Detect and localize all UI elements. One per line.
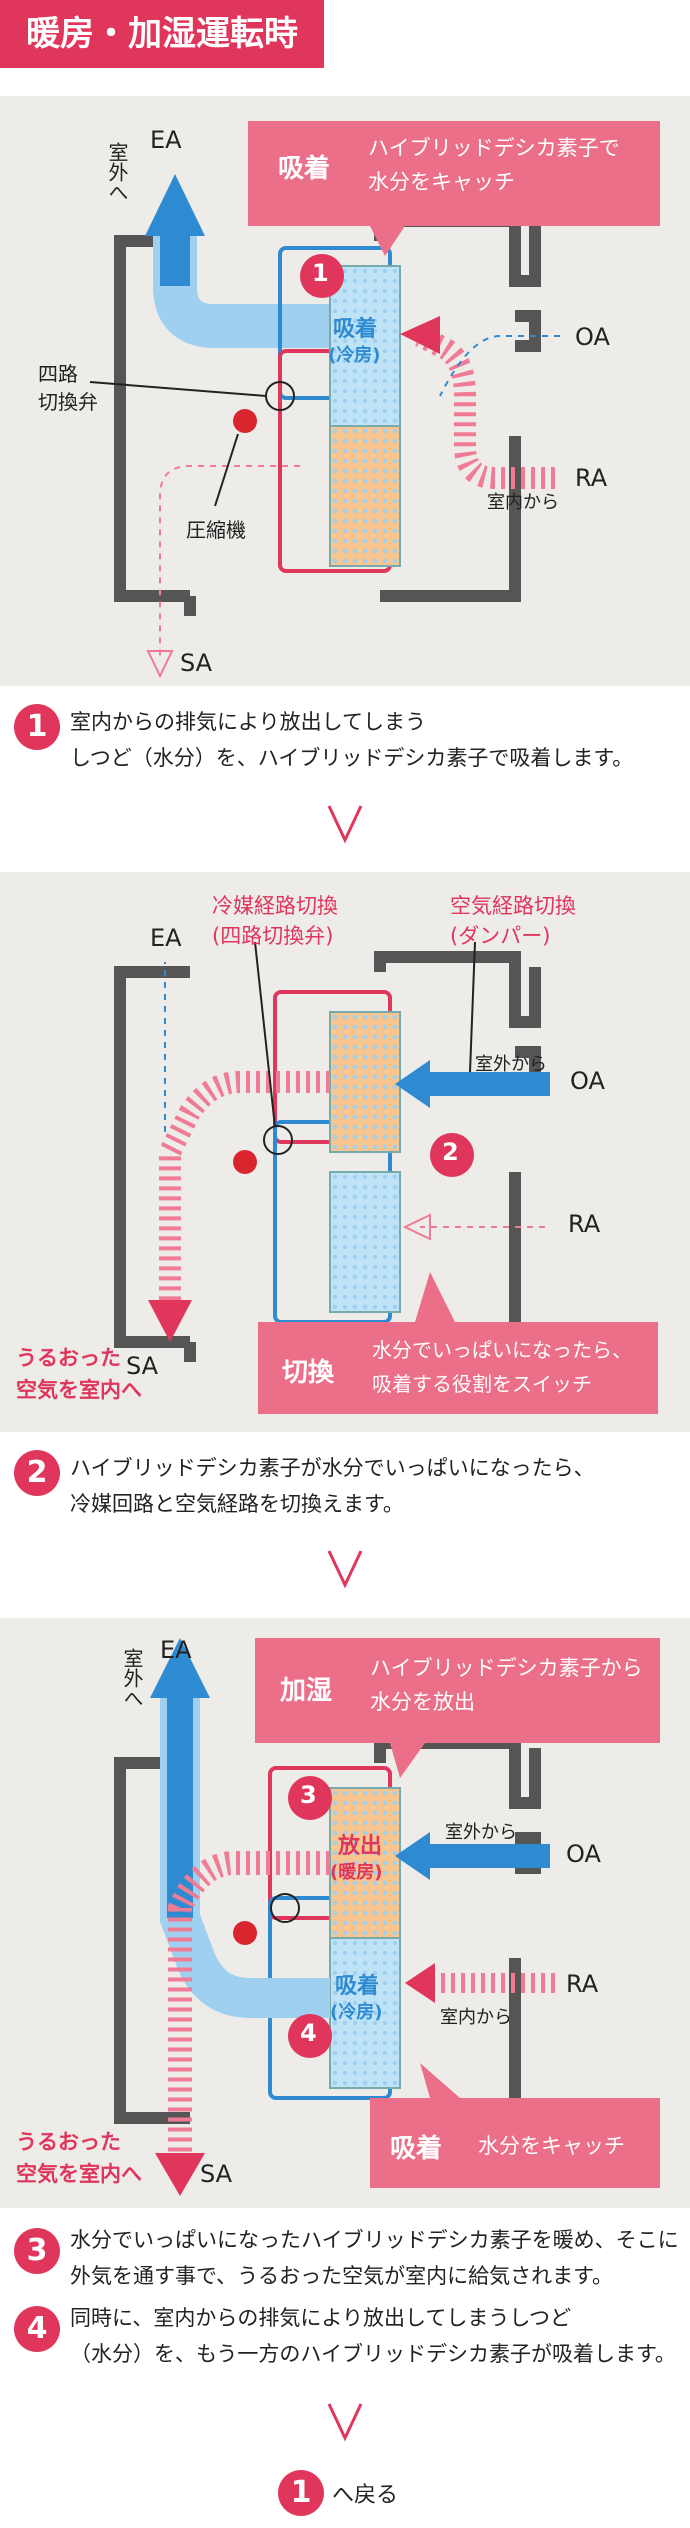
- step-2-number: 2: [14, 1450, 60, 1496]
- diagram-panel-2: 冷媒経路切換 (四路切換弁) 空気経路切換 (ダンパー) EA 室外から OA …: [0, 872, 690, 1432]
- from-outside-label: 室外から: [445, 1822, 517, 1843]
- callout-line-2: 水分をキャッチ: [368, 170, 515, 194]
- sa-label: SA: [200, 2160, 233, 2188]
- from-outside-label: 室外から: [475, 1054, 547, 1075]
- callout-bottom-box: [370, 2098, 660, 2188]
- down-arrow-3: [327, 2403, 363, 2442]
- ra-pink-arrow: [415, 326, 555, 489]
- cooling-label: (冷房): [328, 345, 381, 366]
- ea-arrow-head: [150, 1638, 210, 1698]
- four-way-valve-icon: [270, 1893, 300, 1923]
- callout-bottom-text: 水分をキャッチ: [478, 2134, 625, 2158]
- callout-top-line-2: 水分を放出: [370, 1690, 475, 1714]
- step-3-line-1: 水分でいっぱいになったハイブリッドデシカ素子を暖め、そこに: [70, 2228, 679, 2252]
- diagram-panel-1: 吸着 ハイブリッドデシカ素子で 水分をキャッチ EA 室外へ 四路 切換弁 圧縮…: [0, 96, 690, 686]
- compressor-label: 圧縮機: [186, 518, 246, 542]
- ea-arrow-head: [145, 174, 205, 236]
- ra-label: RA: [566, 1970, 599, 1998]
- page-title: 暖房・加湿運転時: [0, 0, 324, 68]
- label-air-1: 空気経路切換: [450, 894, 576, 918]
- diagram-2-svg: [114, 941, 658, 1414]
- unit-casing: [114, 951, 541, 1362]
- ra-label: RA: [568, 1210, 601, 1238]
- callout-bottom-tag: 吸着: [390, 2134, 443, 2164]
- sa-label: SA: [126, 1352, 159, 1380]
- heating-label: (暖房): [330, 1862, 383, 1883]
- diagram-panel-3: 加湿 ハイブリッドデシカ素子から 水分を放出 EA 室外へ 3 放出 (暖房) …: [0, 1618, 690, 2208]
- humid-air-arrow: [159, 1071, 330, 1302]
- humid-air-label-1: うるおった: [16, 2130, 121, 2154]
- diagram-3-svg: [114, 1638, 660, 2196]
- callout-tag: 切換: [282, 1358, 335, 1388]
- four-way-label-2: 切換弁: [38, 390, 98, 414]
- step-1-number: 1: [14, 704, 60, 750]
- adsorb-label: 吸着: [333, 317, 378, 342]
- release-label: 放出: [338, 1834, 383, 1859]
- compressor-icon: [233, 409, 257, 433]
- from-room-label: 室内から: [487, 492, 559, 513]
- label-air-2: (ダンパー): [450, 924, 551, 948]
- ea-arrow: [153, 226, 335, 348]
- back-label: へ戻る: [332, 2483, 399, 2508]
- back-number: 1: [278, 2470, 324, 2516]
- callout-top-line-1: ハイブリッドデシカ素子から: [370, 1656, 643, 1680]
- step-3-line-2: 外気を通す事で、うるおった空気が室内に給気されます。: [70, 2264, 614, 2288]
- label-refrig-1: 冷媒経路切換: [212, 894, 338, 918]
- humid-air-label-2: 空気を室内へ: [16, 1378, 142, 1402]
- callout-top-box: [255, 1638, 660, 1743]
- ra-pink-arrow-head: [400, 316, 440, 354]
- callout-line-1: ハイブリッドデシカ素子で: [368, 136, 620, 160]
- oa-dashed: [439, 335, 560, 397]
- from-room-label: 室内から: [440, 2007, 512, 2028]
- four-way-label-1: 四路: [38, 362, 78, 386]
- callout-box: [248, 121, 660, 226]
- oa-label: OA: [575, 323, 610, 351]
- outside-to-label: 室外へ: [120, 1648, 144, 1708]
- humid-air-label-2: 空気を室内へ: [16, 2162, 142, 2186]
- num-4-badge: 4: [300, 2019, 317, 2047]
- sa-label: SA: [180, 649, 213, 677]
- down-arrow-2: [327, 1550, 363, 1589]
- callout-top-tag: 加湿: [280, 1676, 333, 1706]
- diagram-1-svg: [89, 121, 660, 679]
- label-refrig-2: (四路切換弁): [212, 924, 334, 948]
- ra-label: RA: [575, 464, 608, 492]
- step-4-number: 4: [14, 2306, 60, 2352]
- adsorb-label: 吸着: [335, 1974, 380, 1999]
- step-1-line-1: 室内からの排気により放出してしまう: [70, 710, 426, 734]
- ea-label: EA: [160, 1636, 192, 1664]
- oa-label: OA: [566, 1840, 601, 1868]
- compressor-icon: [233, 1921, 257, 1945]
- step-4-line-2: （水分）を、もう一方のハイブリッドデシカ素子が吸着します。: [70, 2342, 676, 2366]
- down-arrow-1: [327, 805, 363, 844]
- compressor-icon: [233, 1150, 257, 1174]
- unit-casing: [114, 215, 541, 616]
- num-3-badge: 3: [300, 1781, 317, 1809]
- step-3-number: 3: [14, 2228, 60, 2274]
- step-1-line-2: しつど（水分）を、ハイブリッドデシカ素子で吸着します。: [70, 746, 634, 770]
- ea-label: EA: [150, 126, 182, 154]
- callout-tag: 吸着: [278, 154, 331, 184]
- step-4-line-1: 同時に、室内からの排気により放出してしまうしつど: [70, 2306, 572, 2330]
- sa-dashed-arrow: [159, 465, 300, 656]
- ea-blue-arrow: [160, 1688, 330, 2018]
- outside-to-label: 室外へ: [105, 142, 129, 202]
- num-1-badge: 1: [312, 259, 329, 287]
- back-to-step-1-link[interactable]: 1 へ戻る: [278, 2470, 398, 2516]
- callout-line-2: 吸着する役割をスイッチ: [372, 1372, 592, 1396]
- oa-label: OA: [570, 1067, 605, 1095]
- humid-air-label-1: うるおった: [16, 1346, 121, 1370]
- four-way-valve-icon: [263, 1125, 293, 1155]
- ea-label: EA: [150, 924, 182, 952]
- step-2-line-1: ハイブリッドデシカ素子が水分でいっぱいになったら、: [70, 1456, 595, 1480]
- num-2-badge: 2: [442, 1138, 459, 1166]
- callout-line-1: 水分でいっぱいになったら、: [372, 1338, 632, 1362]
- cooling-label: (冷房): [330, 2002, 383, 2023]
- step-2-line-2: 冷媒回路と空気経路を切換えます。: [70, 1492, 404, 1516]
- unit-casing: [114, 1737, 541, 2124]
- callout-box: [258, 1322, 658, 1414]
